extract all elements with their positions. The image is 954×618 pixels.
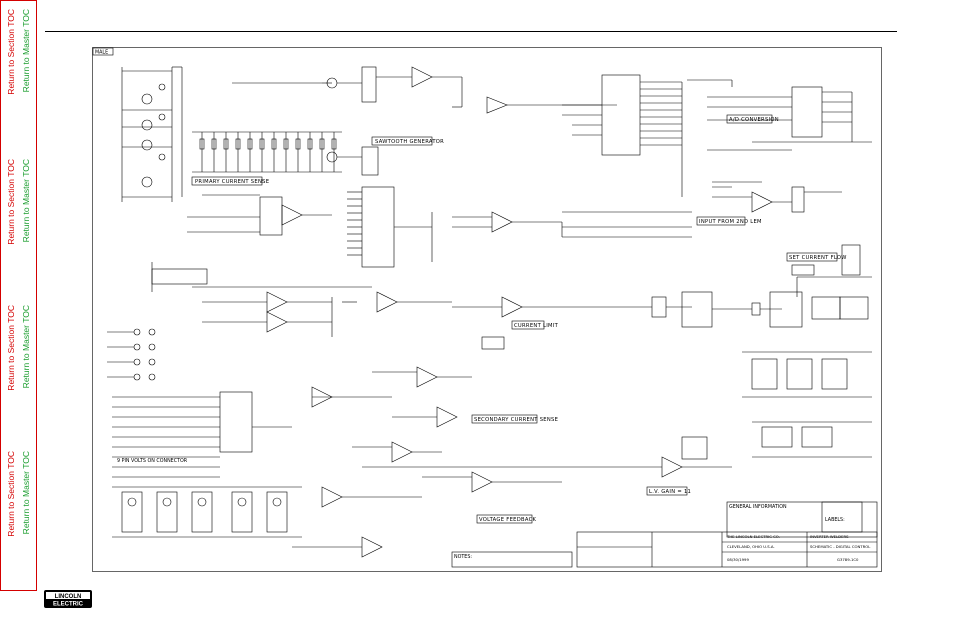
lv-gain-label: L.V. GAIN = 11 bbox=[649, 489, 691, 495]
notes-label: NOTES: bbox=[454, 554, 472, 560]
toc-group: Return to Section TOC Return to Master T… bbox=[1, 305, 38, 445]
left-connectors bbox=[107, 328, 156, 381]
return-to-section-toc-link[interactable]: Return to Section TOC bbox=[6, 9, 16, 95]
lv-gain-box bbox=[646, 486, 688, 496]
general-info-box bbox=[726, 501, 878, 538]
sawtooth-counter-chip bbox=[361, 186, 395, 268]
return-to-section-toc-link[interactable]: Return to Section TOC bbox=[6, 159, 16, 245]
ad-conversion-box bbox=[726, 114, 773, 124]
resistor-ladder bbox=[192, 131, 342, 173]
secondary-current-box bbox=[471, 414, 538, 424]
company-city: CLEVELAND, OHIO U.S.A. bbox=[727, 544, 775, 549]
toc-group: Return to Section TOC Return to Master T… bbox=[1, 9, 38, 149]
company-name: THE LINCOLN ELECTRIC CO. bbox=[726, 534, 780, 539]
primary-current-box bbox=[191, 176, 263, 186]
sawtooth-label: SAWTOOTH GENERATOR bbox=[375, 139, 444, 145]
ad-conversion-label: A/D CONVERSION bbox=[729, 117, 779, 123]
sidebar-nav: Return to Section TOC Return to Master T… bbox=[0, 0, 37, 591]
schematic-diagram: MALE SAWTOOTH GENERATOR PRIMARY CURRENT … bbox=[92, 47, 882, 572]
return-to-master-toc-link[interactable]: Return to Master TOC bbox=[21, 9, 31, 93]
input-2nd-lem-label: INPUT FROM 2ND LEM bbox=[699, 219, 762, 225]
ad-converter-chip bbox=[601, 74, 641, 156]
bottom-led-array bbox=[112, 486, 302, 538]
toc-group: Return to Section TOC Return to Master T… bbox=[1, 451, 38, 591]
drawing-date: 08/30/1999 bbox=[727, 557, 749, 562]
labels-legend-title: LABELS: bbox=[825, 517, 845, 523]
return-to-master-toc-link[interactable]: Return to Master TOC bbox=[21, 305, 31, 389]
set-current-label: SET CURRENT FLOW bbox=[789, 255, 847, 261]
general-info-label: GENERAL INFORMATION bbox=[729, 504, 787, 510]
logo-line2: ELECTRIC bbox=[53, 602, 84, 608]
equipment-type: INVERTER WELDERS bbox=[810, 534, 849, 539]
toc-group: Return to Section TOC Return to Master T… bbox=[1, 159, 38, 299]
ad-input-chip bbox=[791, 86, 823, 138]
lincoln-electric-logo: LINCOLN ELECTRIC bbox=[44, 590, 92, 608]
drawing-number: G3789-1C0 bbox=[837, 557, 859, 562]
sawtooth-box bbox=[371, 136, 433, 146]
corner-tag-box bbox=[92, 47, 114, 56]
pin-connector-label: 9 PIN VOLTS ON CONNECTOR bbox=[117, 458, 188, 464]
labels-legend-box bbox=[821, 501, 863, 533]
input-2nd-lem-box bbox=[696, 216, 746, 226]
logo-line1: LINCOLN bbox=[55, 594, 82, 600]
return-to-section-toc-link[interactable]: Return to Section TOC bbox=[6, 451, 16, 537]
pin-connector-chip bbox=[219, 391, 253, 453]
current-limit-label: CURRENT LIMIT bbox=[514, 323, 559, 329]
secondary-current-label: SECONDARY CURRENT SENSE bbox=[474, 417, 558, 423]
primary-current-label: PRIMARY CURRENT SENSE bbox=[195, 179, 269, 185]
current-limit-box bbox=[511, 320, 545, 330]
current-limit-chip bbox=[681, 291, 713, 328]
set-current-box bbox=[786, 252, 838, 262]
title-block bbox=[576, 531, 878, 568]
return-to-master-toc-link[interactable]: Return to Master TOC bbox=[21, 159, 31, 243]
status-note-box bbox=[151, 268, 208, 285]
header-rule bbox=[45, 31, 897, 32]
voltage-feedback-box bbox=[476, 514, 533, 524]
led-column bbox=[141, 83, 166, 188]
primary-current-chip bbox=[259, 196, 283, 236]
corner-tag: MALE bbox=[95, 50, 108, 56]
schematic-subject: SCHEMATIC - DIGITAL CONTROL bbox=[810, 544, 871, 549]
schematic-border bbox=[92, 47, 882, 572]
return-to-section-toc-link[interactable]: Return to Section TOC bbox=[6, 305, 16, 391]
notes-box bbox=[451, 551, 573, 568]
return-to-master-toc-link[interactable]: Return to Master TOC bbox=[21, 451, 31, 535]
voltage-feedback-label: VOLTAGE FEEDBACK bbox=[479, 517, 537, 523]
